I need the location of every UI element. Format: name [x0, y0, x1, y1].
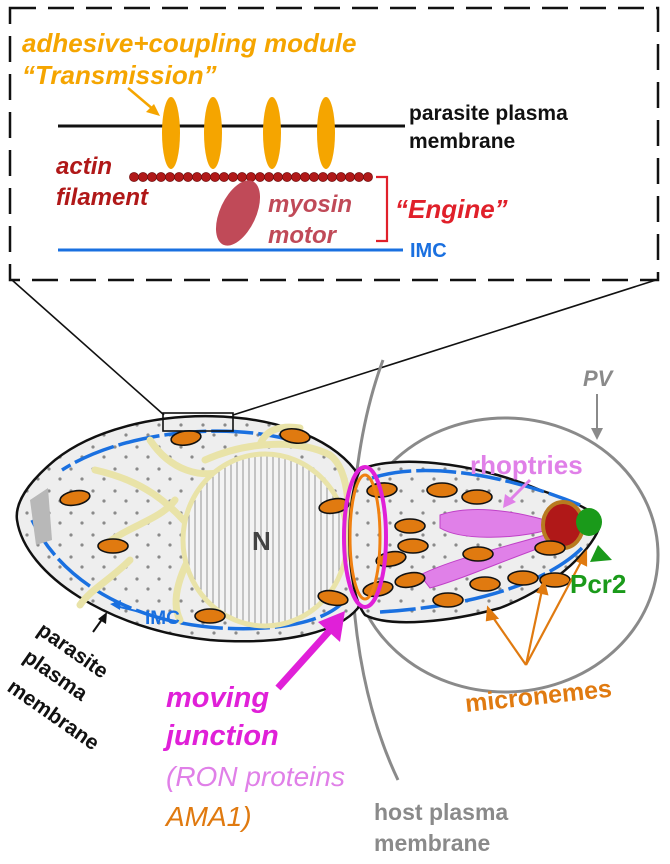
microneme — [432, 592, 464, 608]
actin-bead — [354, 172, 364, 182]
actin-bead — [246, 172, 256, 182]
actin-bead — [165, 172, 175, 182]
inset-box — [8, 6, 660, 282]
actin-bead — [345, 172, 355, 182]
engine-bracket — [376, 175, 389, 243]
adhesin-oval-2 — [204, 97, 222, 169]
inset-imc-label: IMC — [410, 240, 447, 262]
transmission-arrowhead — [146, 104, 160, 116]
zoom-source-box — [162, 412, 234, 432]
microneme — [194, 608, 226, 624]
myosin-label-line1: myosin — [268, 191, 352, 218]
moving-junction-ring-inner — [348, 473, 382, 601]
actin-filament — [129, 172, 373, 182]
cell-imc-label: IMC — [145, 608, 180, 629]
pv-label: PV — [583, 366, 615, 391]
cell-imc-arrow — [115, 605, 149, 615]
micronemes-arrows — [485, 549, 588, 666]
actin-bead — [336, 172, 346, 182]
microneme — [534, 540, 566, 556]
myosin-label-line2: motor — [268, 222, 338, 249]
actin-label-line2: filament — [56, 184, 149, 211]
actin-bead — [192, 172, 202, 182]
ron-proteins-label: (RON proteins — [166, 761, 345, 792]
microneme — [279, 427, 311, 445]
imc-right — [371, 468, 584, 614]
moving-junction-label-line1: moving — [166, 682, 269, 714]
nucleus — [180, 451, 350, 629]
host-membrane-label-line2: membrane — [374, 830, 490, 856]
actin-bead — [300, 172, 310, 182]
actin-bead — [282, 172, 292, 182]
micronemes-group — [59, 427, 571, 624]
ama1-label: AMA1) — [164, 801, 252, 832]
actin-label-line1: actin — [56, 153, 112, 180]
moving-junction-arrowhead — [318, 611, 345, 642]
nucleus-label: N — [252, 526, 271, 556]
actin-bead — [147, 172, 157, 182]
rhoptries-arrowhead — [503, 494, 516, 508]
transmission-arrow — [127, 87, 155, 111]
parasite-membrane-arrowhead — [98, 612, 107, 624]
microneme — [462, 546, 494, 562]
engine-label: “Engine” — [395, 194, 508, 224]
actin-bead — [327, 172, 337, 182]
microneme — [426, 482, 458, 498]
actin-bead — [219, 172, 229, 182]
actin-bead — [264, 172, 274, 182]
actin-bead — [228, 172, 238, 182]
micronemes-label: micronemes — [464, 675, 613, 718]
moving-junction-ring-outer — [342, 465, 388, 609]
microneme — [59, 489, 91, 507]
microneme — [539, 572, 571, 588]
actin-bead — [291, 172, 301, 182]
actin-bead — [255, 172, 265, 182]
plasma-membrane-label-line1: parasite plasma — [409, 102, 568, 125]
moving-junction-label-line2: junction — [162, 720, 279, 752]
actin-bead — [201, 172, 211, 182]
moving-junction-arrow — [275, 625, 335, 691]
zoom-line-left — [11, 279, 165, 416]
apical-cap — [30, 488, 52, 545]
actin-bead — [318, 172, 328, 182]
actin-bead — [174, 172, 184, 182]
microneme — [394, 571, 426, 589]
transmission-ovals — [162, 97, 335, 169]
microneme — [507, 570, 539, 586]
zoom-line-right — [232, 279, 657, 416]
adhesin-oval-1 — [162, 97, 180, 169]
actin-bead — [363, 172, 373, 182]
module-label-line1: adhesive+coupling module — [22, 28, 356, 58]
pcr2-label: Pcr2 — [570, 569, 626, 599]
actin-bead — [138, 172, 148, 182]
actin-bead — [183, 172, 193, 182]
actin-bead — [237, 172, 247, 182]
microneme — [461, 489, 493, 505]
rhoptries-arrow — [506, 478, 532, 504]
actin-bead — [156, 172, 166, 182]
plasma-membrane-label-line2: membrane — [409, 130, 515, 153]
actin-bead — [273, 172, 283, 182]
actin-bead — [210, 172, 220, 182]
cell-imc-arrowhead — [110, 600, 121, 610]
actin-bead — [129, 172, 139, 182]
microneme — [394, 518, 426, 534]
adhesin-oval-4 — [317, 97, 335, 169]
microneme — [469, 576, 501, 592]
host-membrane-label-line1: host plasma — [374, 799, 508, 825]
myosin-motor — [215, 180, 261, 246]
pv-arrowhead — [591, 428, 603, 440]
microneme — [318, 497, 350, 515]
microneme — [317, 589, 349, 607]
actin-bead — [309, 172, 319, 182]
microneme — [97, 538, 129, 554]
rhoptries-label: rhoptries — [470, 450, 583, 480]
pcr2-arrowhead — [590, 545, 612, 562]
adhesin-oval-3 — [263, 97, 281, 169]
microneme — [397, 538, 429, 554]
pcr2-cap — [576, 508, 602, 536]
module-label-line2: “Transmission” — [22, 60, 217, 90]
